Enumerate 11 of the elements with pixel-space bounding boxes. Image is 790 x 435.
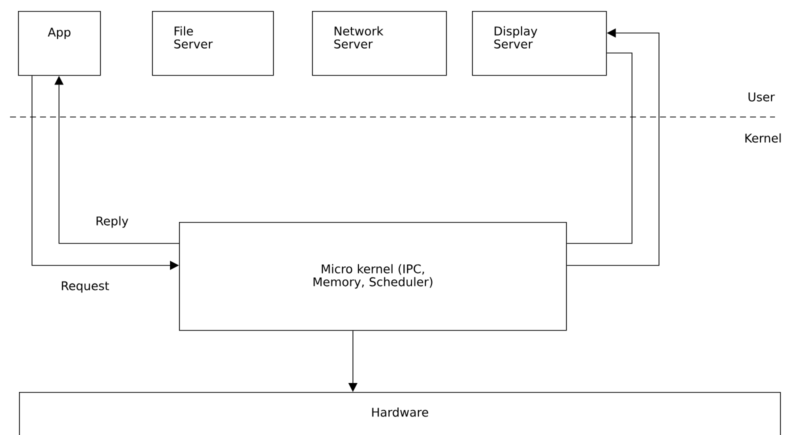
- process-box: Display Server: [472, 11, 607, 76]
- edge-label: Request: [60, 280, 110, 294]
- hardware-box: Hardware: [19, 392, 781, 435]
- process-box: File Server: [152, 11, 274, 76]
- kernel-box: Micro kernel (IPC, Memory, Scheduler): [179, 222, 567, 331]
- layer-label: User: [748, 92, 775, 102]
- layer-label: Kernel: [745, 133, 781, 143]
- process-box: App: [18, 11, 101, 76]
- process-box: Network Server: [312, 11, 447, 76]
- arrow: [32, 75, 179, 270]
- edge-label: Reply: [94, 215, 130, 229]
